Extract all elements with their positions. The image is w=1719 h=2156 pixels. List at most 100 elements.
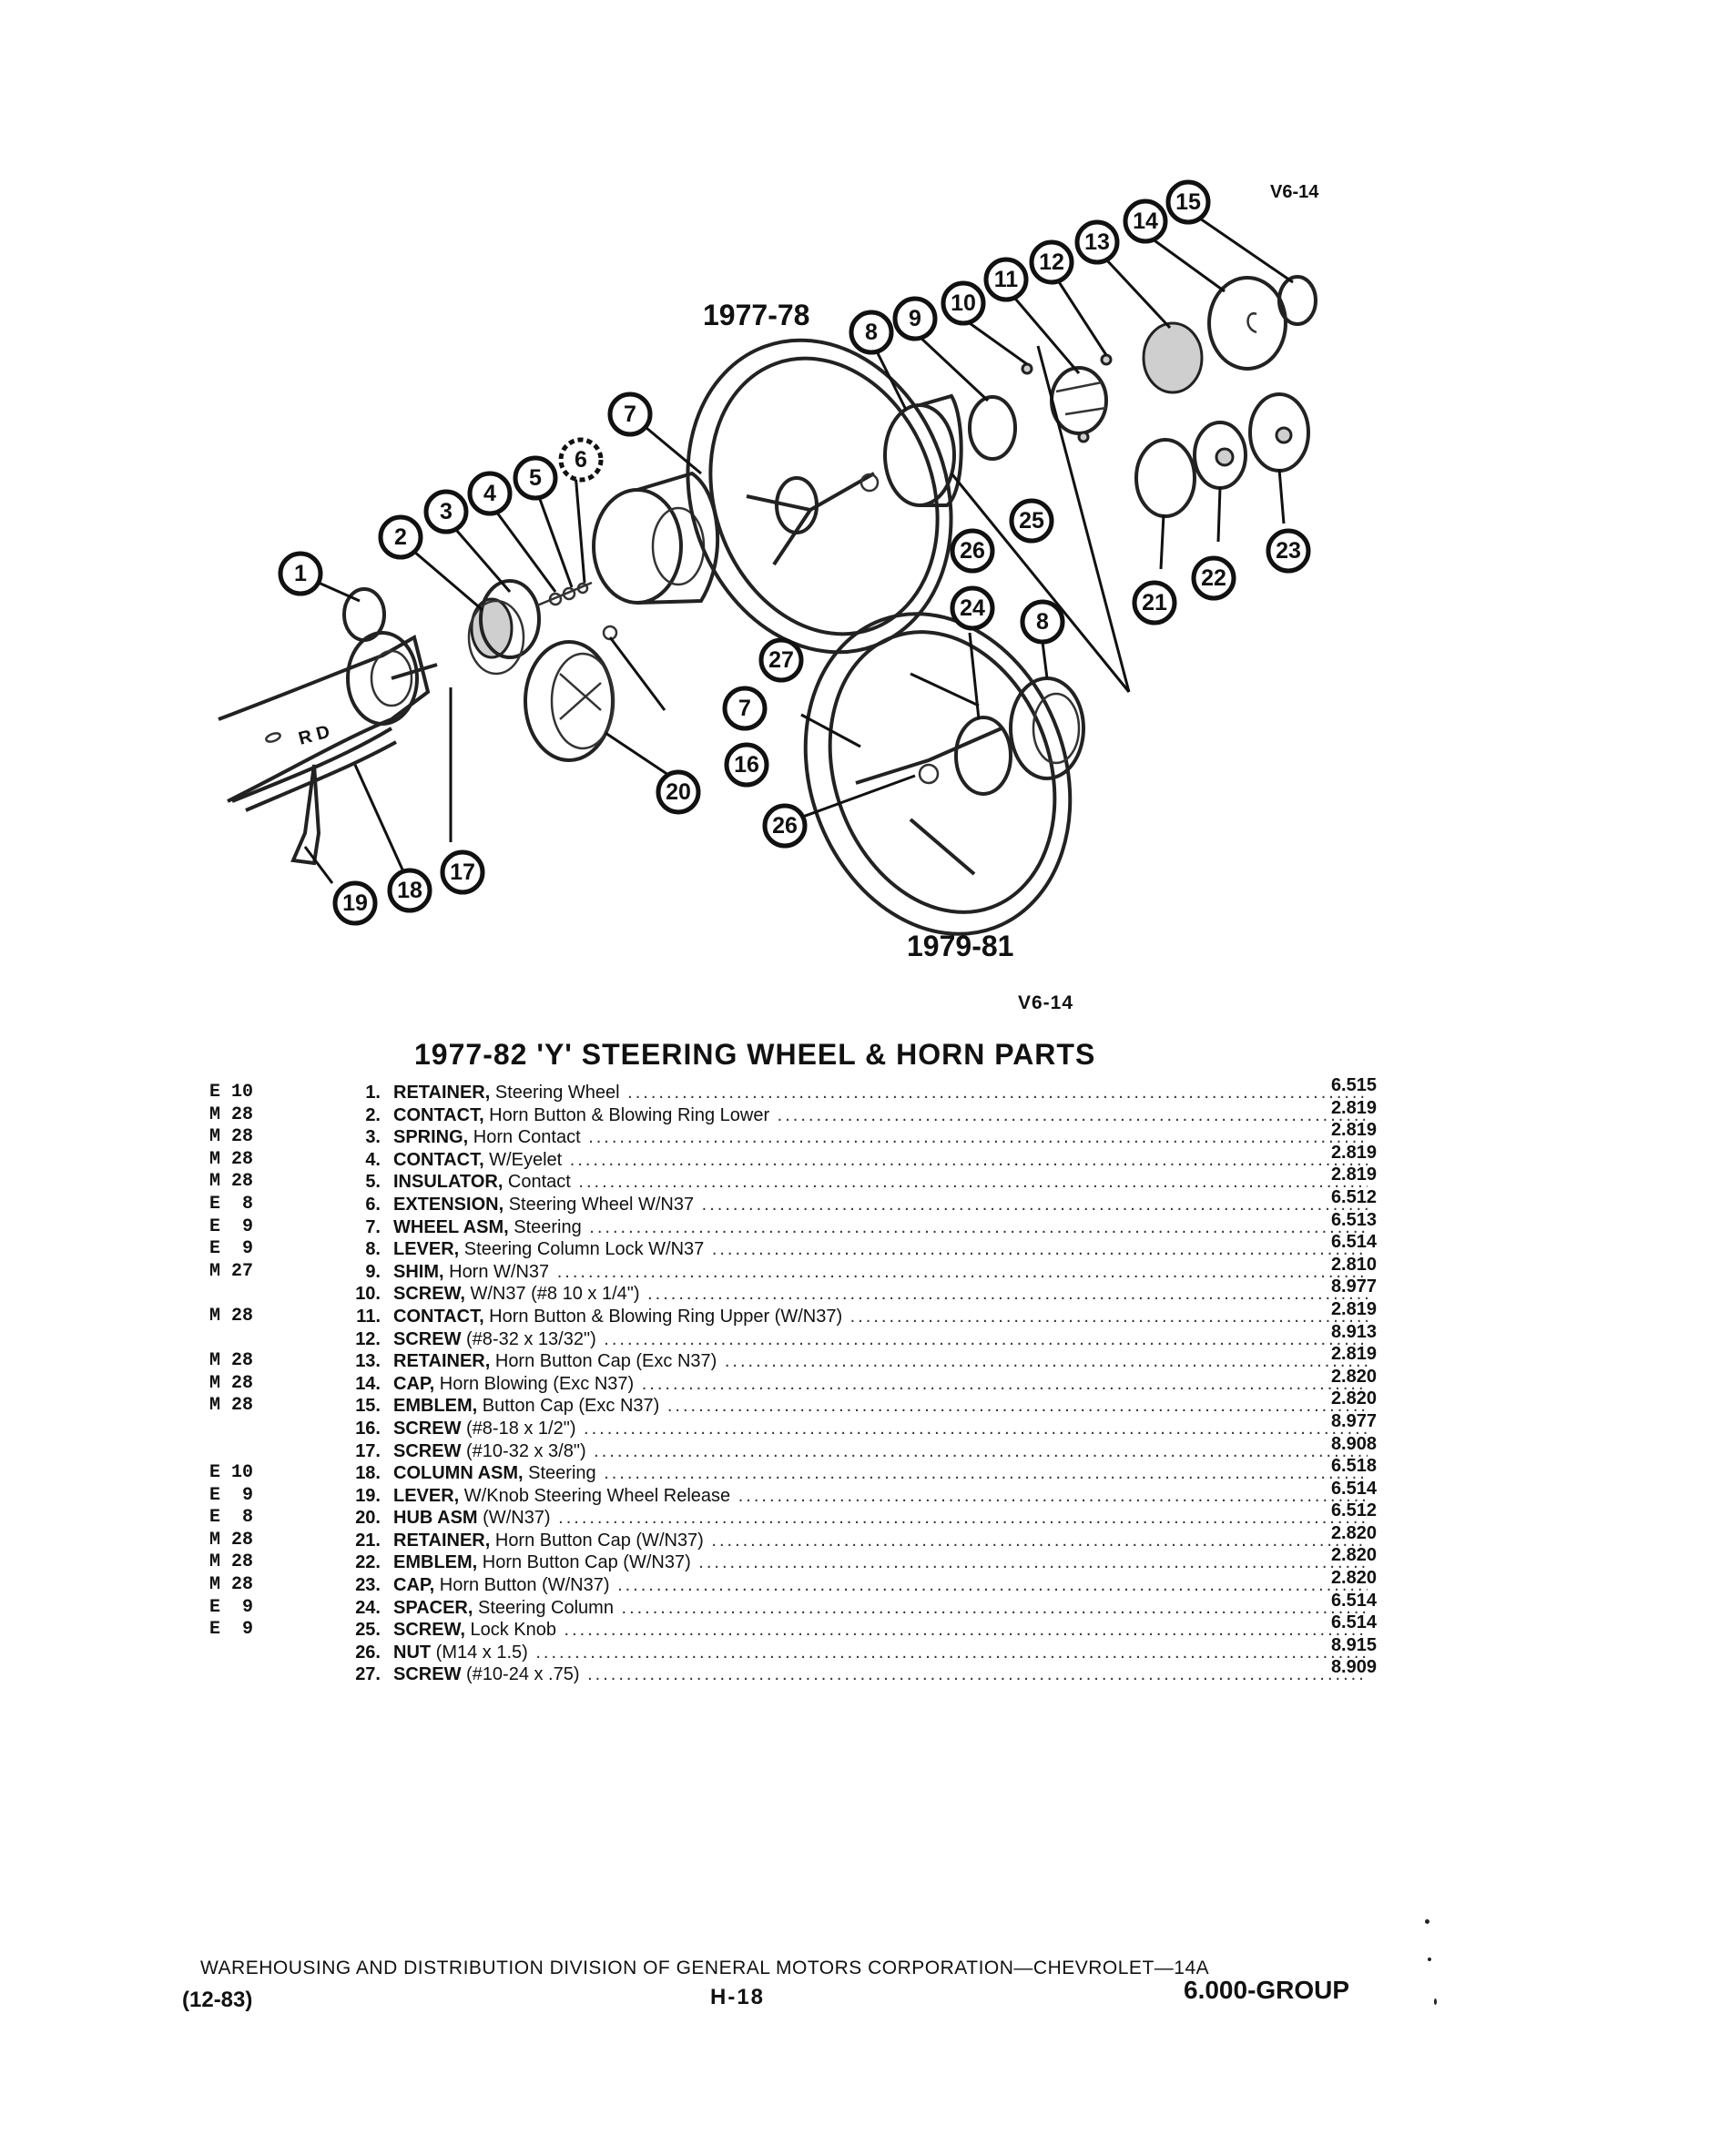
footer-page-number: H-18 xyxy=(710,1985,766,2009)
parts-row-group-number: 6.515 xyxy=(1330,1075,1377,1095)
parts-row-description: SCREW (#8-32 x 13/32") .................… xyxy=(393,1328,1368,1351)
callout-6: 6 xyxy=(558,437,604,483)
parts-row-group-number: 2.820 xyxy=(1330,1366,1377,1387)
parts-row-number: 16. xyxy=(355,1418,381,1439)
exploded-diagram: R D xyxy=(218,179,1319,962)
parts-row-description: SCREW (#8-18 x 1/2") ...................… xyxy=(393,1418,1368,1440)
parts-row-part-name: INSULATOR, xyxy=(393,1172,503,1193)
year-label-1979-81: 1979-81 xyxy=(907,930,1013,962)
parts-row-detail: Horn Button & Blowing Ring Lower xyxy=(483,1104,770,1125)
parts-row-number: 6. xyxy=(365,1194,381,1215)
scan-speck xyxy=(1434,1998,1437,2005)
leader-dots: ........................................… xyxy=(698,1552,1368,1573)
parts-row-detail: (#8-18 x 1/2") xyxy=(461,1418,576,1439)
parts-row-group-number: 6.514 xyxy=(1330,1590,1377,1611)
footer-group-number: 6.000-GROUP xyxy=(1184,1976,1350,2004)
parts-row-group-code: M 28 xyxy=(209,1529,254,1551)
leader-dots: ........................................… xyxy=(777,1104,1368,1125)
parts-row-part-name: WHEEL ASM, xyxy=(393,1216,509,1237)
parts-row-part-name: HUB ASM xyxy=(393,1508,478,1529)
callout-8-lower: 8 xyxy=(1020,599,1065,645)
leader-dots: ........................................… xyxy=(627,1083,1368,1103)
parts-row-group-code: E 9 xyxy=(209,1596,254,1618)
leader-lines xyxy=(303,217,1294,884)
parts-row-detail: Horn W/N37 xyxy=(443,1261,550,1282)
parts-row-detail: (#10-32 x 3/8") xyxy=(461,1440,586,1461)
parts-row-description: SCREW, Lock Knob .......................… xyxy=(393,1619,1368,1642)
scan-speck xyxy=(1425,1919,1429,1924)
parts-row-group-number: 2.820 xyxy=(1330,1522,1377,1543)
callout-13: 13 xyxy=(1074,219,1120,265)
svg-text:15: 15 xyxy=(1175,189,1201,215)
figure-code-bottom: V6-14 xyxy=(1018,992,1074,1013)
parts-row-number: 14. xyxy=(355,1373,381,1394)
parts-row-number: 27. xyxy=(355,1664,381,1685)
svg-text:9: 9 xyxy=(909,306,921,331)
leader-dots: ........................................… xyxy=(604,1463,1368,1484)
parts-row-group-code: M 28 xyxy=(209,1103,254,1125)
parts-row-description: CAP, Horn Button (W/N37) ...............… xyxy=(393,1574,1368,1597)
parts-row-part-name: LEVER, xyxy=(393,1485,460,1506)
parts-row-group-number: 2.810 xyxy=(1330,1254,1377,1275)
parts-row-description: SCREW (#10-32 x 3/8") ..................… xyxy=(393,1440,1368,1463)
parts-row-number: 17. xyxy=(355,1440,381,1461)
svg-text:6: 6 xyxy=(575,447,587,473)
parts-row-number: 26. xyxy=(355,1642,381,1663)
parts-row-part-name: NUT xyxy=(393,1642,432,1663)
svg-text:1: 1 xyxy=(294,561,307,586)
parts-row-group-code: E 9 xyxy=(209,1215,254,1237)
parts-row-description: INSULATOR, Contact .....................… xyxy=(393,1171,1368,1194)
parts-row-detail: Horn Button Cap (W/N37) xyxy=(477,1552,691,1573)
steering-column-illustration: R D xyxy=(218,631,438,866)
svg-text:7: 7 xyxy=(738,696,751,721)
parts-row-group-number: 8.977 xyxy=(1330,1410,1377,1431)
leader-dots: ........................................… xyxy=(849,1306,1368,1327)
parts-row-description: EMBLEM, Horn Button Cap (W/N37) ........… xyxy=(393,1551,1368,1574)
parts-row-detail: Steering xyxy=(523,1463,596,1484)
callout-23: 23 xyxy=(1266,528,1311,574)
parts-row-group-number: 6.514 xyxy=(1330,1478,1377,1499)
parts-row-number: 8. xyxy=(365,1239,381,1260)
parts-row-group-number: 6.514 xyxy=(1330,1232,1377,1253)
parts-row-part-name: RETAINER, xyxy=(393,1530,491,1551)
parts-row-part-name: EXTENSION, xyxy=(393,1194,504,1215)
parts-row-part-name: COLUMN ASM, xyxy=(393,1463,524,1484)
parts-row-group-number: 8.908 xyxy=(1330,1433,1377,1454)
callout-26-lower: 26 xyxy=(762,803,808,849)
svg-text:23: 23 xyxy=(1276,538,1301,564)
parts-row-part-name: EMBLEM, xyxy=(393,1396,478,1417)
parts-row-description: SCREW, W/N37 (#8 10 x 1/4") ............… xyxy=(393,1283,1368,1306)
parts-row-part-name: SPRING, xyxy=(393,1127,469,1148)
parts-row-description: CONTACT, Horn Button & Blowing Ring Uppe… xyxy=(393,1306,1368,1328)
parts-row-description: RETAINER, Horn Button Cap (Exc N37) ....… xyxy=(393,1350,1368,1373)
callout-16: 16 xyxy=(724,742,769,788)
parts-row-group-number: 2.819 xyxy=(1330,1142,1377,1163)
svg-text:12: 12 xyxy=(1039,249,1064,275)
parts-row-number: 19. xyxy=(355,1485,381,1506)
svg-text:8: 8 xyxy=(865,320,878,345)
parts-row-number: 2. xyxy=(365,1104,381,1125)
leader-dots: ........................................… xyxy=(701,1194,1368,1215)
callout-12: 12 xyxy=(1029,239,1074,285)
svg-text:27: 27 xyxy=(768,647,794,673)
parts-row-group-code: E 8 xyxy=(209,1507,254,1529)
parts-row-description: SPRING, Horn Contact ...................… xyxy=(393,1126,1368,1149)
parts-row-number: 12. xyxy=(355,1328,381,1349)
parts-row-number: 25. xyxy=(355,1620,381,1641)
parts-row-detail: Horn Button & Blowing Ring Upper (W/N37) xyxy=(483,1306,843,1327)
svg-text:3: 3 xyxy=(440,499,453,524)
parts-row-number: 22. xyxy=(355,1552,381,1573)
parts-row-number: 3. xyxy=(365,1127,381,1148)
parts-row-number: 23. xyxy=(355,1575,381,1596)
leader-dots: ........................................… xyxy=(617,1575,1368,1596)
callout-7-lower: 7 xyxy=(722,686,768,731)
